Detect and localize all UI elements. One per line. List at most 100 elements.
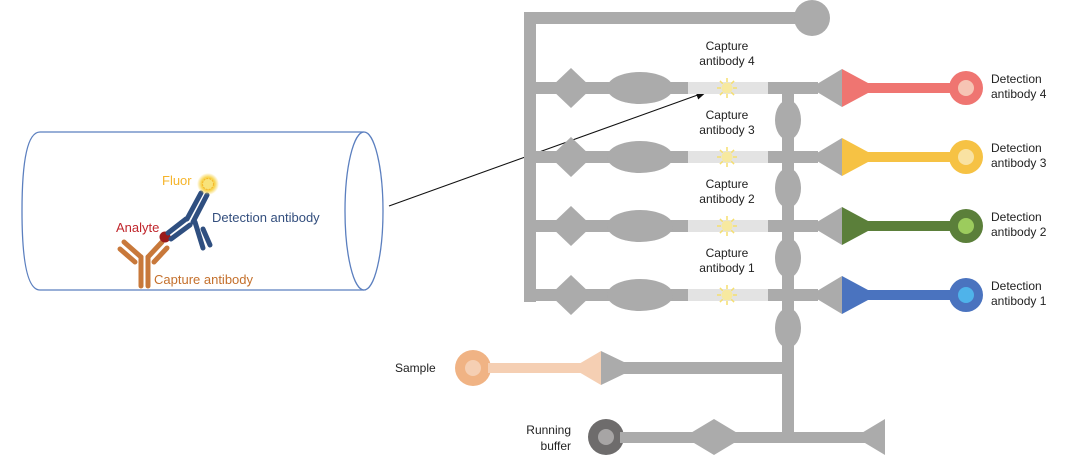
sun-core [721,82,733,94]
capture-antibody-label: Capture antibody [154,272,254,287]
detection-antibody-label: Detection antibody [212,210,320,225]
sun-ray [719,160,724,165]
capillary-tube [21,131,384,291]
branch-right-channel-3 [768,151,818,163]
capture-label-1-line2: antibody 1 [699,261,755,275]
capture-label-2-line1: Capture [706,177,749,191]
detection-port-inner-2 [958,218,974,234]
capture-label-4-line1: Capture [706,39,749,53]
sun-ray [719,298,724,303]
capture-sun-icon-3 [717,147,737,167]
capture-label-3-line2: antibody 3 [699,123,755,137]
fluor-icon [197,173,219,195]
detection-gray-taper-4 [812,69,842,107]
branch-diamond-valve-3 [550,137,592,177]
detection-channel-4 [866,83,966,93]
sample-taper [572,351,601,385]
detection-label-2-line2: antibody 2 [991,225,1047,239]
sun-ray [730,287,735,292]
sun-ray [730,160,735,165]
sun-core [721,151,733,163]
detection-port-inner-3 [958,149,974,165]
sun-ray [730,91,735,96]
detection-channel-1 [866,290,966,300]
sun-ray [730,229,735,234]
sun-ray [719,229,724,234]
detection-label-3-line1: Detection [991,141,1042,155]
detection-channel-3 [866,152,966,162]
detection-gray-taper-2 [812,207,842,245]
branch-right-channel-4 [768,82,818,94]
vertical-valve-1 [775,100,801,140]
branch-oval-chamber-3 [607,141,673,173]
detection-inlet-1 [842,276,868,314]
capture-antibody-shape [117,239,170,289]
branch-right-channel-1 [768,289,818,301]
detection-inlet-2 [842,207,868,245]
sample-channel [488,363,598,373]
branch-oval-chamber-4 [607,72,673,104]
detection-inlet-3 [842,138,868,176]
capture-sun-icon-4 [717,78,737,98]
running-buffer-port-inner [598,429,614,445]
detection-inlet-4 [842,69,868,107]
branch-diamond-valve-4 [550,68,592,108]
branch-right-channel-2 [768,220,818,232]
vertical-valve-4 [775,308,801,348]
running-buffer-diamond-valve [684,419,744,455]
sample-port-inner [465,360,481,376]
branch-diamond-valve-1 [550,275,592,315]
capture-label-3-line1: Capture [706,108,749,122]
sun-ray [719,287,724,292]
sun-core [721,289,733,301]
detection-label-1-line2: antibody 1 [991,294,1047,308]
capture-label-2-line2: antibody 2 [699,192,755,206]
fluor-label: Fluor [162,173,192,188]
detection-label-4-line1: Detection [991,72,1042,86]
capture-sun-icon-1 [717,285,737,305]
sun-ray [730,80,735,85]
branch-oval-chamber-2 [607,210,673,242]
zoom-pointer-arrow [388,91,708,207]
detection-label-1-line1: Detection [991,279,1042,293]
sun-ray [719,91,724,96]
tube-end-ellipse [344,131,384,291]
sun-ray [719,218,724,223]
microfluidic-chip [455,0,983,455]
running-buffer-label-line1: Running [526,423,571,437]
sun-ray [730,218,735,223]
vertical-valve-3 [775,238,801,278]
detection-gray-taper-3 [812,138,842,176]
detection-port-inner-4 [958,80,974,96]
sun-ray [719,80,724,85]
running-buffer-channel [620,432,880,443]
running-buffer-outlet-taper [855,419,885,455]
analyte-label: Analyte [116,220,159,235]
detection-port-inner-1 [958,287,974,303]
sample-label: Sample [395,361,436,375]
detection-label-4-line2: antibody 4 [991,87,1047,101]
detection-gray-taper-1 [812,276,842,314]
sample-gray-taper [601,351,626,385]
sun-ray [730,298,735,303]
vertical-valve-2 [775,168,801,208]
sample-main-channel [620,362,788,374]
detection-antibody-shape [165,190,213,251]
sun-core [721,220,733,232]
tube-body [21,131,364,291]
top-channel [524,12,814,24]
sun-ray [730,149,735,154]
branch-oval-chamber-1 [607,279,673,311]
top-outlet-port [794,0,830,36]
detection-label-3-line2: antibody 3 [991,156,1047,170]
branch-diamond-valve-2 [550,206,592,246]
capture-sun-icon-2 [717,216,737,236]
sun-ray [719,149,724,154]
detection-label-2-line1: Detection [991,210,1042,224]
capture-label-4-line2: antibody 4 [699,54,755,68]
capture-label-1-line1: Capture [706,246,749,260]
running-buffer-label-line2: buffer [541,439,571,453]
detection-channel-2 [866,221,966,231]
